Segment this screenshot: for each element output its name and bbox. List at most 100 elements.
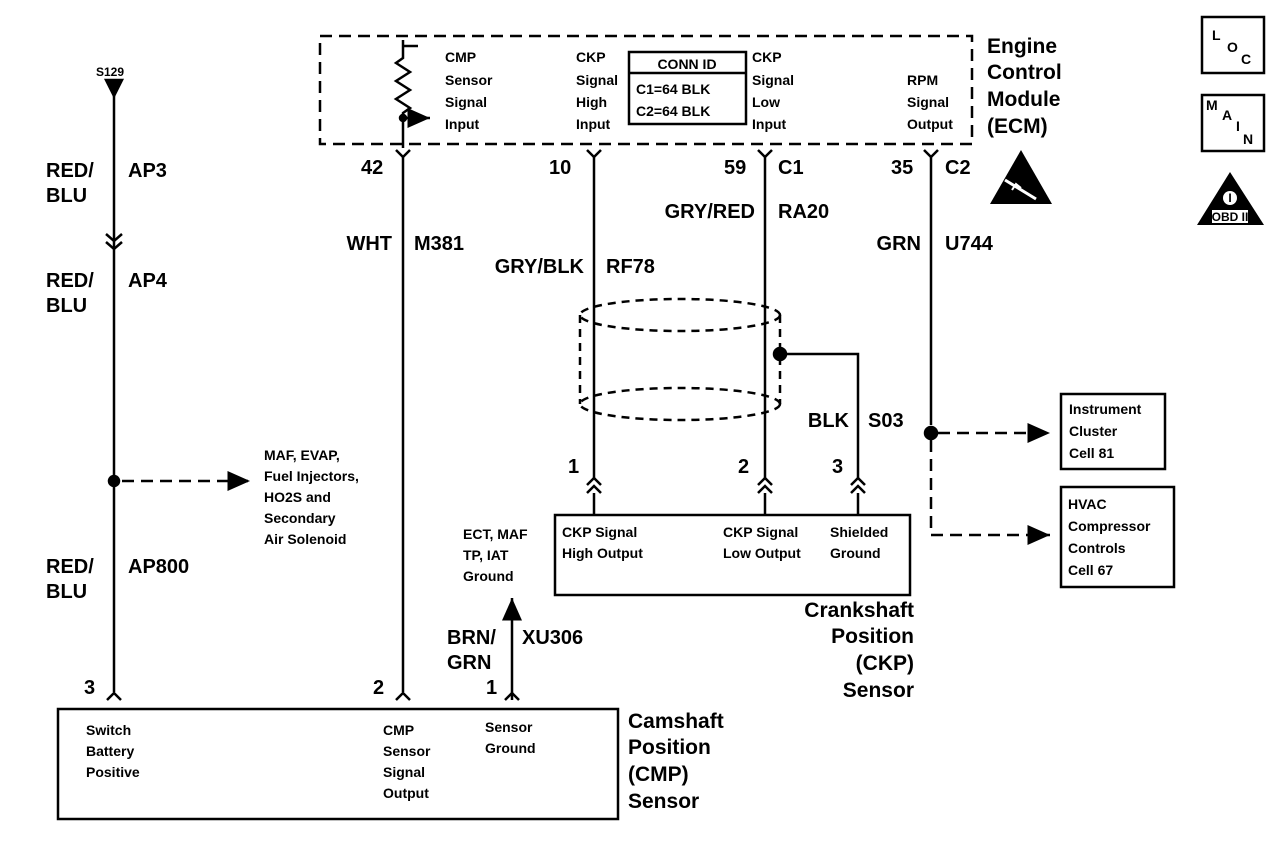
- maf-evap-ref-label: MAF, EVAP, Fuel Injectors, HO2S and Seco…: [264, 447, 359, 547]
- ckp-sensor-box: [553, 513, 912, 597]
- svg-text:Ground: Ground: [830, 545, 881, 561]
- ckp-pin-1: 1: [568, 456, 579, 478]
- svg-text:C2=64 BLK: C2=64 BLK: [636, 103, 710, 119]
- svg-text:CKP: CKP: [752, 49, 782, 65]
- svg-text:ECT, MAF: ECT, MAF: [463, 526, 528, 542]
- svg-text:MAF, EVAP,: MAF, EVAP,: [264, 447, 340, 463]
- svg-text:Engine: Engine: [987, 35, 1057, 58]
- svg-text:Output: Output: [383, 785, 429, 801]
- svg-text:AP4: AP4: [128, 270, 168, 292]
- svg-text:Controls: Controls: [1068, 540, 1126, 556]
- svg-text:RPM: RPM: [907, 72, 938, 88]
- main-icon: [1200, 93, 1266, 153]
- svg-text:CONN ID: CONN ID: [657, 56, 716, 72]
- svg-text:TP, IAT: TP, IAT: [463, 547, 509, 563]
- main-letter-a: A: [1222, 107, 1232, 123]
- svg-text:Fuel Injectors,: Fuel Injectors,: [264, 468, 359, 484]
- instrument-cluster-box: [1059, 392, 1167, 471]
- svg-text:C1=64 BLK: C1=64 BLK: [636, 81, 710, 97]
- ckp-shielded-ground-label: Shielded: [830, 524, 888, 540]
- svg-text:Signal: Signal: [576, 72, 618, 88]
- svg-text:AP800: AP800: [128, 556, 189, 578]
- svg-text:BLU: BLU: [46, 581, 87, 603]
- svg-text:Signal: Signal: [445, 94, 487, 110]
- svg-text:Compressor: Compressor: [1068, 518, 1151, 534]
- svg-text:I: I: [1228, 191, 1231, 205]
- loc-letter-c: C: [1241, 51, 1251, 67]
- cmp-pin-2: 2: [373, 677, 384, 699]
- svg-text:Position: Position: [831, 625, 914, 648]
- svg-text:HVAC: HVAC: [1068, 496, 1107, 512]
- cmp-pin-1: 1: [486, 677, 497, 699]
- pin-42: 42: [361, 157, 383, 179]
- connector-c1: C1: [778, 157, 804, 179]
- main-letter-n: N: [1243, 131, 1253, 147]
- svg-text:High: High: [576, 94, 607, 110]
- ect-maf-ref-label: ECT, MAF TP, IAT Ground: [463, 526, 528, 584]
- ecm-box: [318, 34, 974, 146]
- svg-text:Low Output: Low Output: [723, 545, 801, 561]
- pin-10: 10: [549, 157, 571, 179]
- svg-text:RED/: RED/: [46, 270, 94, 292]
- svg-text:CMP: CMP: [445, 49, 476, 65]
- svg-text:(ECM): (ECM): [987, 115, 1048, 138]
- cmp-switch-battery-label: Switch: [86, 722, 131, 738]
- main-letter-i: I: [1236, 118, 1240, 134]
- wire-ap800-label: RED/ BLU AP800: [46, 556, 189, 603]
- svg-text:Module: Module: [987, 88, 1061, 111]
- svg-text:Sensor: Sensor: [383, 743, 431, 759]
- svg-text:Air Solenoid: Air Solenoid: [264, 531, 346, 547]
- svg-text:Secondary: Secondary: [264, 510, 336, 526]
- svg-text:BLU: BLU: [46, 185, 87, 207]
- svg-text:BLU: BLU: [46, 295, 87, 317]
- svg-text:Input: Input: [445, 116, 480, 132]
- ckp-sensor-title: Crankshaft Position (CKP) Sensor: [804, 599, 914, 702]
- svg-text:Signal: Signal: [907, 94, 949, 110]
- wire-rf78-color: GRY/BLK: [495, 256, 585, 278]
- svg-text:GRN: GRN: [447, 652, 491, 674]
- svg-text:Output: Output: [907, 116, 953, 132]
- connector-c2: C2: [945, 157, 971, 179]
- svg-text:(CMP): (CMP): [628, 763, 689, 786]
- svg-text:Cell 67: Cell 67: [1068, 562, 1113, 578]
- ecm-cmp-input-label: CMP Sensor Signal Input: [445, 49, 493, 132]
- cmp-pin-3: 3: [84, 677, 95, 699]
- svg-text:Sensor: Sensor: [445, 72, 493, 88]
- svg-text:High Output: High Output: [562, 545, 643, 561]
- svg-text:Signal: Signal: [383, 764, 425, 780]
- ecm-ckp-low-label: CKP Signal Low Input: [752, 49, 794, 132]
- svg-text:Camshaft: Camshaft: [628, 710, 724, 733]
- ckp-pin-2: 2: [738, 456, 749, 478]
- svg-text:Low: Low: [752, 94, 780, 110]
- loc-letter-o: O: [1227, 39, 1238, 55]
- svg-text:Cluster: Cluster: [1069, 423, 1118, 439]
- wire-m381-circuit: M381: [414, 233, 464, 255]
- instrument-cluster-ref-label: Instrument Cluster Cell 81: [1069, 401, 1142, 461]
- svg-text:Position: Position: [628, 736, 711, 759]
- svg-text:Instrument: Instrument: [1069, 401, 1142, 417]
- cmp-sensor-box: [56, 707, 620, 821]
- ckp-low-output-label: CKP Signal: [723, 524, 798, 540]
- svg-text:Input: Input: [576, 116, 611, 132]
- svg-text:Ground: Ground: [463, 568, 514, 584]
- ecm-ckp-high-label: CKP Signal High Input: [576, 49, 618, 132]
- wire-u744-color: GRN: [877, 233, 921, 255]
- svg-text:AP3: AP3: [128, 160, 167, 182]
- svg-text:RED/: RED/: [46, 160, 94, 182]
- wire-u744-circuit: U744: [945, 233, 994, 255]
- wire-rf78-circuit: RF78: [606, 256, 655, 278]
- svg-text:Input: Input: [752, 116, 787, 132]
- s129-splice: [103, 78, 125, 99]
- svg-text:Ground: Ground: [485, 740, 536, 756]
- main-letter-m: M: [1206, 97, 1218, 113]
- svg-text:Control: Control: [987, 61, 1062, 84]
- ecm-title: Engine Control Module (ECM): [987, 35, 1062, 138]
- ecm-rpm-output-label: RPM Signal Output: [907, 72, 953, 132]
- svg-text:Crankshaft: Crankshaft: [804, 599, 914, 622]
- conn-id-box: [627, 50, 748, 126]
- splice-label: S129: [96, 65, 124, 79]
- svg-text:BRN/: BRN/: [447, 627, 496, 649]
- wire-s03-circuit: S03: [868, 410, 904, 432]
- svg-text:(CKP): (CKP): [856, 652, 914, 675]
